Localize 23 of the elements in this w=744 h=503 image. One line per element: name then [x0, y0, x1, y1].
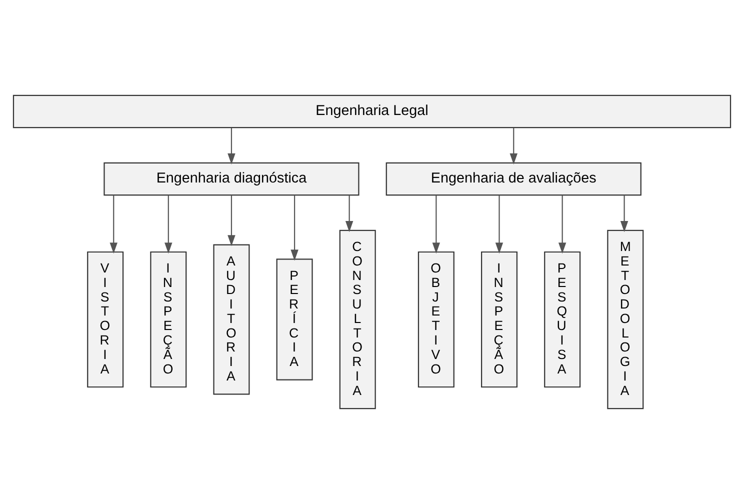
node-box: OBJETIVO — [418, 250, 454, 388]
arrow — [228, 127, 236, 164]
arrow — [558, 194, 566, 254]
arrow — [432, 194, 440, 254]
arrow — [495, 194, 504, 254]
node-box: VISTORIA — [87, 250, 124, 388]
arrow — [110, 194, 118, 254]
node-box: Engenharia diagnóstica — [104, 162, 360, 196]
node-box: AUDITORIA — [213, 244, 250, 394]
arrow — [510, 127, 518, 164]
node-box: Engenharia de avaliações — [386, 162, 642, 196]
node-box: CONSULTORIA — [339, 229, 376, 409]
arrow — [620, 194, 628, 232]
node-box: INSPEÇÃO — [481, 250, 518, 388]
node-box: PERÍCIA — [276, 258, 313, 380]
arrow — [290, 194, 298, 260]
arrow — [164, 194, 172, 254]
arrow — [228, 194, 236, 246]
node-box: Engenharia Legal — [12, 94, 732, 128]
node-box: INSPEÇÃO — [150, 250, 187, 388]
arrow — [345, 194, 354, 232]
node-box: PESQUISA — [544, 250, 581, 388]
node-box: METODOLOGIA — [607, 229, 644, 409]
